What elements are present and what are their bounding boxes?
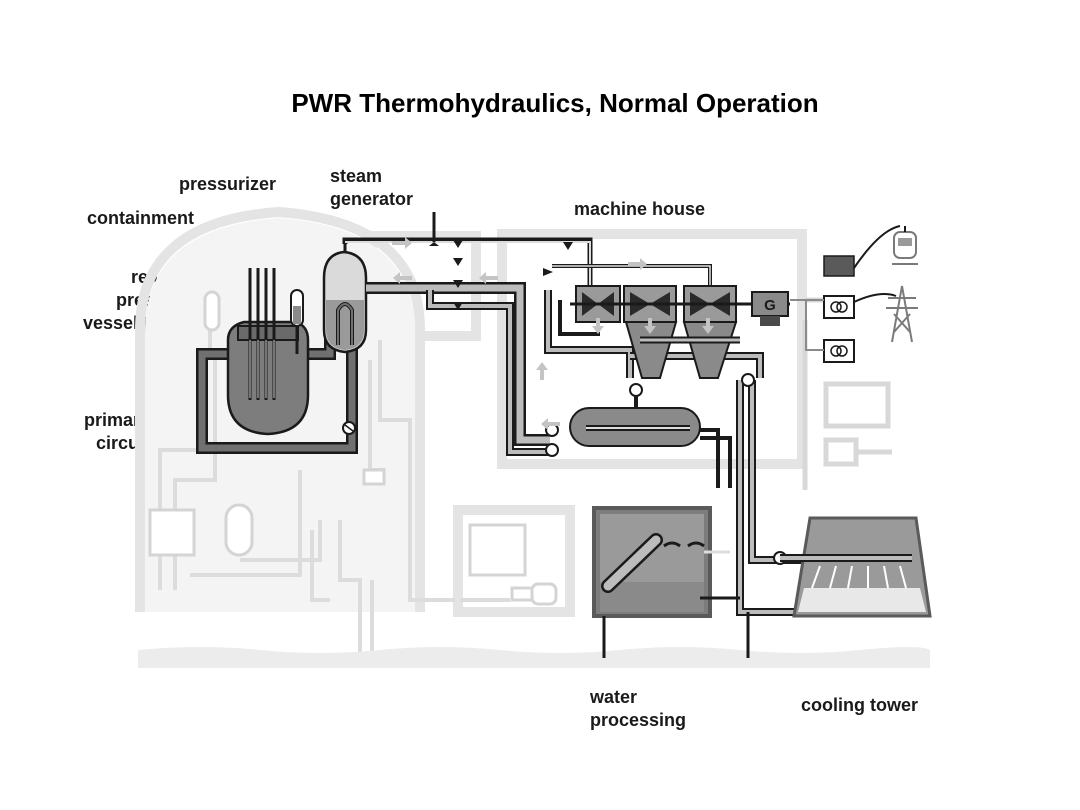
steam-generator-label-line1: steam bbox=[330, 166, 383, 186]
aux-transformer-box bbox=[823, 339, 855, 363]
preheater-pump-icon bbox=[629, 383, 643, 397]
faded-generator-box bbox=[823, 381, 891, 429]
condensate-pump-icon bbox=[545, 443, 559, 457]
generator bbox=[751, 291, 789, 317]
containment-label: containment bbox=[87, 208, 195, 228]
faded-pump-motor bbox=[530, 582, 558, 606]
generator-symbol: G bbox=[764, 297, 776, 314]
steam-generator-label: steam generator bbox=[330, 165, 413, 211]
reactor-vessel-head bbox=[237, 325, 299, 341]
water-processing-label-line1: water bbox=[590, 687, 638, 707]
ground-strip bbox=[138, 647, 930, 668]
machine-house-building bbox=[497, 229, 807, 469]
valve-icon-4 bbox=[453, 280, 463, 288]
pressurizer-label: pressurizer bbox=[179, 174, 277, 194]
valve-icon-6 bbox=[563, 242, 573, 250]
machine-house-label: machine house bbox=[574, 199, 706, 219]
condenser-hopper-1 bbox=[624, 321, 678, 379]
train-icon bbox=[892, 226, 918, 265]
faded-tanks bbox=[148, 290, 558, 606]
water-processing-unit bbox=[592, 506, 750, 658]
diagram-title: PWR Thermohydraulics, Normal Operation bbox=[291, 88, 819, 118]
cooling-tower bbox=[780, 516, 932, 618]
valve-icon-3 bbox=[453, 258, 463, 266]
cooling-water-pump-icon bbox=[741, 373, 755, 387]
steam-generator-water bbox=[326, 300, 364, 350]
faded-electrical bbox=[802, 297, 892, 490]
electrical-grid bbox=[790, 225, 918, 363]
steam-generator-label-line2: generator bbox=[330, 189, 414, 209]
secondary-circuit bbox=[342, 212, 910, 616]
pressurizer-water bbox=[293, 306, 301, 324]
auxiliary-water-building bbox=[453, 505, 575, 617]
flow-arrows bbox=[392, 237, 714, 430]
primary-circuit bbox=[196, 244, 368, 454]
transformer-box bbox=[823, 295, 855, 319]
grid-power-line bbox=[853, 293, 897, 303]
water-processing-label: water processing bbox=[590, 686, 686, 732]
rail-power-line bbox=[853, 225, 901, 269]
cooling-tower-label: cooling tower bbox=[801, 695, 918, 715]
reactor-vessel bbox=[226, 320, 310, 436]
valve-icon bbox=[429, 238, 439, 246]
water-processing-label-line2: processing bbox=[590, 710, 687, 730]
faded-pump-box bbox=[510, 586, 534, 602]
faded-box-small bbox=[362, 468, 386, 486]
feedwater-tank bbox=[569, 396, 701, 447]
containment-outline bbox=[135, 206, 425, 612]
house-load-box bbox=[823, 255, 855, 277]
turbines: G bbox=[570, 285, 790, 379]
primary-circuit-label-line1: primary bbox=[83, 410, 150, 430]
valves bbox=[429, 238, 573, 310]
faded-accumulator bbox=[203, 290, 221, 332]
valve-icon-5 bbox=[453, 302, 463, 310]
power-pylon-icon bbox=[886, 285, 918, 343]
faded-tank-left bbox=[148, 508, 196, 557]
valve-icon-7 bbox=[543, 268, 553, 276]
condenser-hopper-2 bbox=[682, 321, 738, 379]
valve-icon-2 bbox=[453, 240, 463, 248]
faded-tank-aux bbox=[468, 523, 527, 577]
faded-transformer-box bbox=[823, 437, 859, 467]
cooling-tower-spray bbox=[811, 565, 907, 589]
faded-tank-round bbox=[224, 503, 254, 557]
faded-piping bbox=[158, 300, 510, 660]
control-rod-highlights bbox=[249, 340, 275, 398]
